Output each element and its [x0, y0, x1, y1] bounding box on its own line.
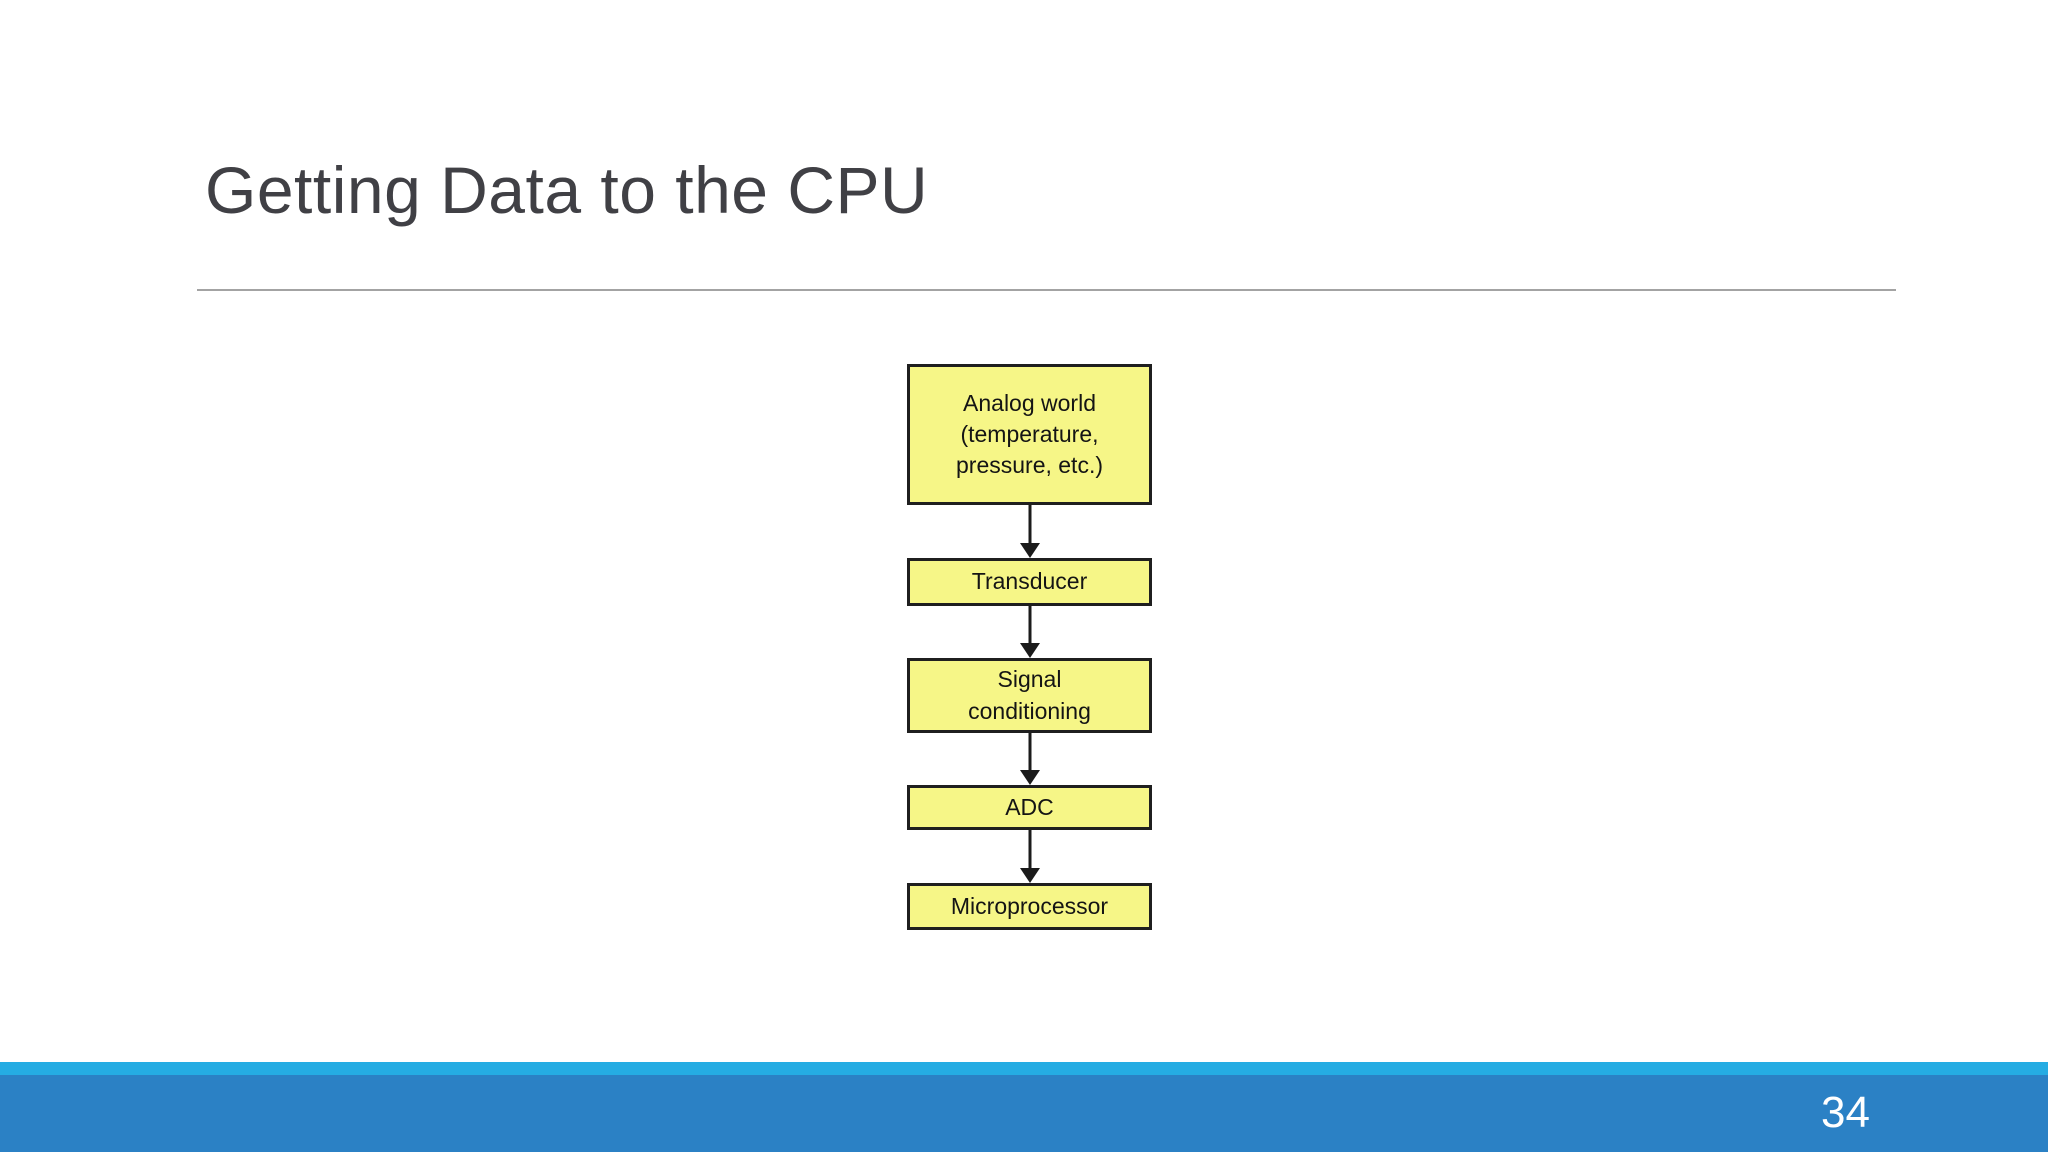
flow-node-microprocessor: Microprocessor [907, 883, 1152, 930]
flow-node-transducer: Transducer [907, 558, 1152, 606]
title-divider [197, 289, 1896, 291]
arrow-down-icon [907, 606, 1152, 658]
arrow-head [1019, 770, 1040, 785]
arrow-shaft [1028, 505, 1031, 547]
page-number: 34 [1821, 1088, 1870, 1137]
arrow-down-icon [907, 733, 1152, 785]
flow-node-signal-conditioning: Signal conditioning [907, 658, 1152, 733]
arrow-shaft [1028, 606, 1031, 647]
arrow-down-icon [907, 505, 1152, 558]
arrow-head [1019, 868, 1040, 883]
arrow-down-icon [907, 830, 1152, 883]
arrow-shaft [1028, 830, 1031, 872]
page-title: Getting Data to the CPU [205, 153, 929, 227]
flow-node-adc: ADC [907, 785, 1152, 830]
arrow-head [1019, 543, 1040, 558]
arrow-head [1019, 643, 1040, 658]
footer-band [0, 1075, 2048, 1152]
flowchart: Analog world (temperature, pressure, etc… [907, 364, 1152, 930]
footer-accent-strip [0, 1062, 2048, 1075]
flow-node-analog-world: Analog world (temperature, pressure, etc… [907, 364, 1152, 505]
arrow-shaft [1028, 733, 1031, 774]
